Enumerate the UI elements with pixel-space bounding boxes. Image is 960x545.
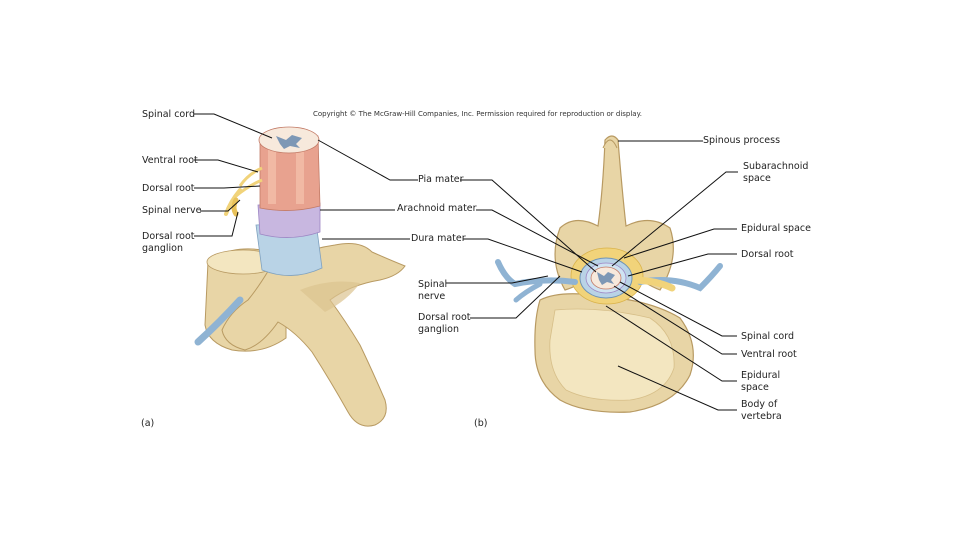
leader-epidural-top — [623, 228, 737, 259]
leader-spinal-nerve-b — [446, 275, 549, 284]
label-ventral-root-a: Ventral root — [142, 155, 198, 166]
label-spinal-nerve-a: Spinal nerve — [142, 205, 202, 216]
panel-a-tag: (a) — [141, 418, 155, 429]
dorsal-root-fibers-a — [235, 178, 263, 198]
label-body-line2: vertebra — [741, 411, 782, 422]
label-epidural-bottom-line1: Epidural — [741, 370, 781, 381]
vertebra-lamina-a — [300, 281, 360, 312]
label-pia-mater: Pia mater — [418, 174, 464, 185]
dorsal-root-ganglion-b — [626, 276, 676, 292]
cord-stripe-1 — [268, 142, 276, 204]
leader-spinal-cord-b — [619, 281, 737, 337]
panel-b-illustration — [495, 135, 723, 413]
leader-epidural-bottom — [605, 305, 737, 382]
leader-spinal-cord-a — [194, 113, 273, 139]
spinal-nerve-left-lower-b — [513, 281, 543, 303]
leader-spinal-nerve-a — [200, 199, 241, 212]
label-subarachnoid-line1: Subarachnoid — [743, 161, 809, 172]
ventral-root-fibers-a — [238, 166, 263, 187]
label-spinous-process: Spinous process — [703, 135, 781, 146]
label-ventral-root-b: Ventral root — [741, 349, 797, 360]
label-arachnoid-mater: Arachnoid mater — [397, 203, 477, 214]
spinous-process-b — [602, 139, 618, 149]
leader-pia-left — [317, 139, 418, 181]
label-epidural-bottom-line2: space — [741, 382, 769, 393]
leader-drg-b — [470, 275, 561, 319]
panel-b-tag: (b) — [474, 418, 488, 429]
label-subarachnoid-line2: space — [743, 173, 771, 184]
panel-a-illustration — [194, 126, 406, 427]
label-spinal-nerve-b-line1: Spinal — [418, 279, 448, 290]
label-spinal-nerve-b-line2: nerve — [418, 291, 446, 302]
leader-body — [617, 365, 737, 411]
label-spinal-cord-a: Spinal cord — [142, 109, 196, 120]
label-dorsal-root-a: Dorsal root — [142, 183, 195, 194]
copyright-notice: Copyright © The McGraw-Hill Companies, I… — [313, 110, 642, 118]
label-body-line1: Body of — [741, 399, 778, 410]
leader-lines — [194, 113, 738, 411]
label-spinal-cord-b: Spinal cord — [741, 331, 795, 342]
leader-dura-right — [463, 238, 583, 273]
grey-matter-b — [597, 272, 615, 285]
label-dorsal-root-b: Dorsal root — [741, 249, 794, 260]
leader-dorsal-root-a — [194, 185, 261, 189]
leader-subarachnoid — [611, 171, 738, 267]
label-drg-a-line2: ganglion — [142, 243, 184, 254]
cord-stripe-2 — [296, 142, 304, 204]
label-epidural-space-top: Epidural space — [741, 223, 811, 234]
arachnoid-tube-a — [257, 202, 321, 238]
label-drg-a-line1: Dorsal root — [142, 231, 195, 242]
spongy-bone-b — [549, 308, 675, 401]
dorsal-root-ganglion-a — [231, 197, 239, 217]
spinal-nerve-a — [224, 188, 242, 216]
spinal-nerve-branch-a — [194, 296, 244, 346]
leader-drg-a — [194, 211, 239, 237]
label-drg-b-line1: Dorsal root — [418, 312, 471, 323]
spinal-nerve-left-b — [495, 259, 578, 288]
grey-matter-a — [276, 135, 302, 149]
vertebra-process-a — [221, 243, 406, 427]
leader-ventral-root-a — [194, 159, 259, 173]
leader-pia-right — [460, 179, 597, 273]
leader-arachnoid-right — [476, 209, 599, 267]
label-dura-mater: Dura mater — [411, 233, 466, 244]
label-drg-b-line2: ganglion — [418, 324, 460, 335]
leader-ventral-root-b — [613, 285, 737, 355]
leader-dorsal-root-b — [627, 253, 737, 277]
